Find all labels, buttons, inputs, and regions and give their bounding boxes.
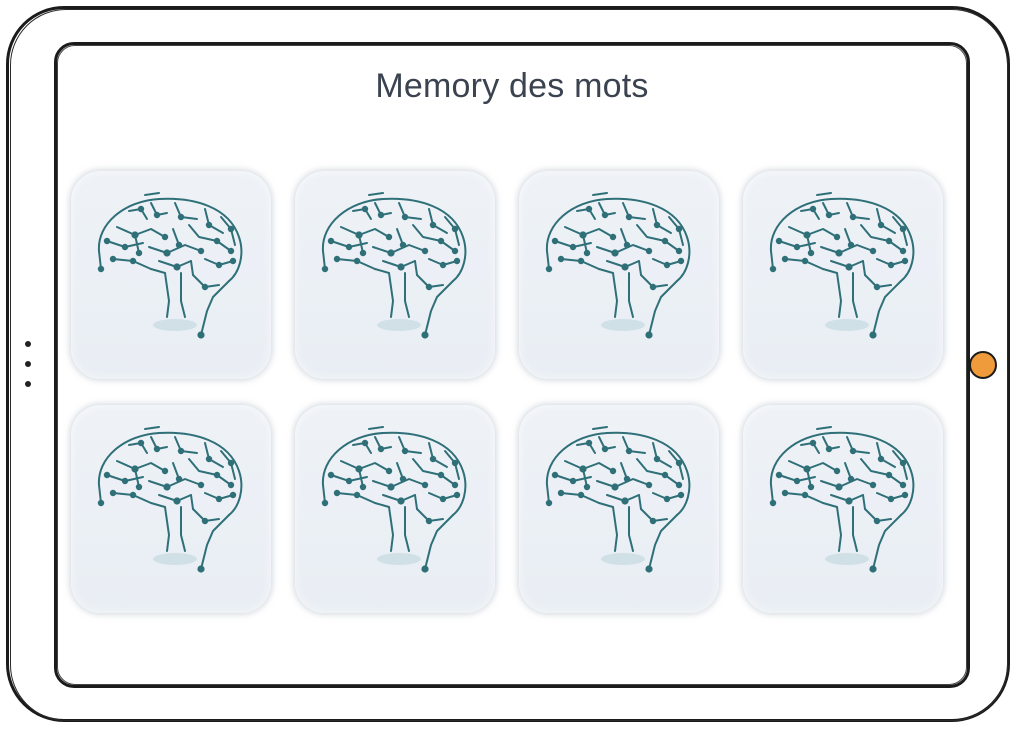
- memory-card[interactable]: [743, 171, 943, 379]
- brain-circuit-icon: [97, 192, 243, 339]
- dot-icon: [25, 341, 31, 347]
- memory-card[interactable]: [295, 405, 495, 613]
- memory-card[interactable]: [71, 171, 271, 379]
- memory-card-grid: [71, 171, 956, 613]
- brain-circuit-icon: [769, 426, 915, 573]
- page-title: Memory des mots: [375, 67, 649, 105]
- memory-card[interactable]: [295, 171, 495, 379]
- dot-icon: [25, 381, 31, 387]
- brain-circuit-icon: [321, 426, 467, 573]
- brain-circuit-icon: [545, 426, 691, 573]
- side-dots-icon: [25, 341, 35, 393]
- home-button[interactable]: [969, 351, 997, 379]
- memory-card[interactable]: [519, 171, 719, 379]
- brain-circuit-icon: [545, 192, 691, 339]
- brain-circuit-icon: [321, 192, 467, 339]
- brain-circuit-icon: [769, 192, 915, 339]
- memory-card[interactable]: [743, 405, 943, 613]
- tablet-screen: Memory des mots: [54, 42, 970, 688]
- memory-card[interactable]: [519, 405, 719, 613]
- memory-card[interactable]: [71, 405, 271, 613]
- brain-circuit-icon: [97, 426, 243, 573]
- dot-icon: [25, 361, 31, 367]
